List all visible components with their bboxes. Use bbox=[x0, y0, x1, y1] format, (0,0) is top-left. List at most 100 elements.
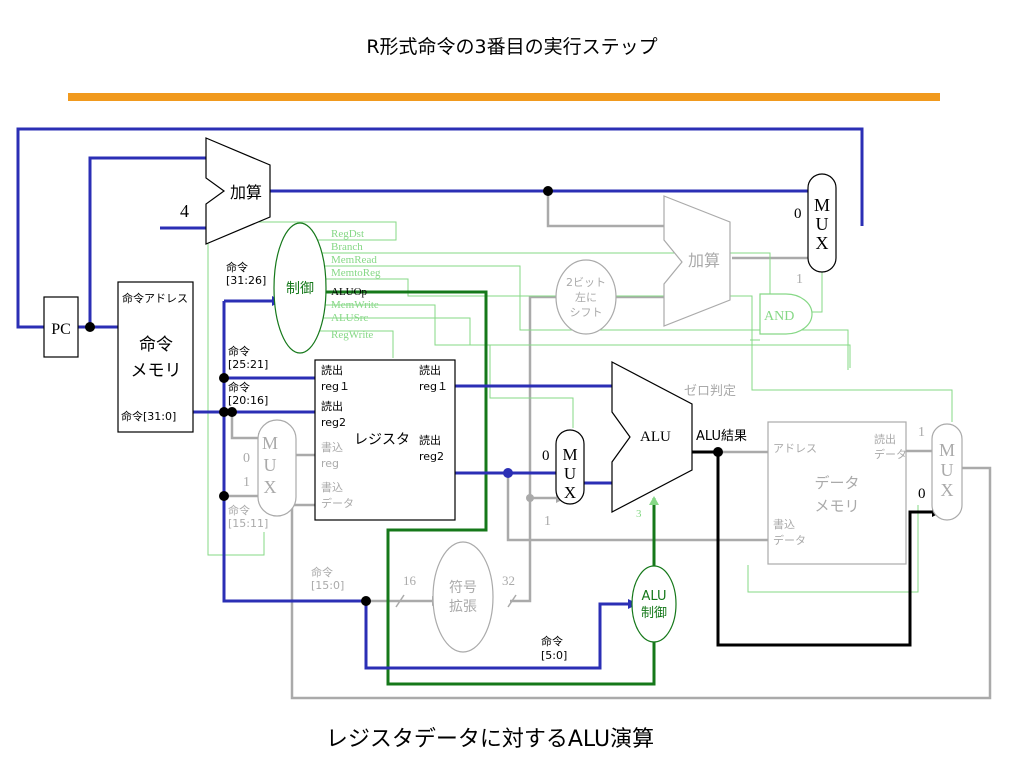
svg-text:[20:16]: [20:16] bbox=[228, 394, 268, 407]
svg-text:命令: 命令 bbox=[228, 503, 250, 517]
register-file-name: レジスタ bbox=[354, 432, 410, 448]
svg-text:アドレス: アドレス bbox=[773, 442, 817, 455]
slide-title: R形式命令の3番目の実行ステップ bbox=[366, 36, 657, 58]
svg-text:データ: データ bbox=[814, 474, 859, 492]
adder-branch: 加算 bbox=[663, 195, 731, 327]
control-signal-memwrite: MemWrite bbox=[331, 299, 379, 311]
svg-text:データ: データ bbox=[321, 496, 354, 510]
svg-text:[25:21]: [25:21] bbox=[228, 358, 268, 371]
svg-text:reg2: reg2 bbox=[321, 416, 346, 429]
alu-control-arrowhead bbox=[649, 496, 659, 505]
control-signal-memtoreg: MemtoReg bbox=[331, 267, 381, 279]
svg-text:U: U bbox=[816, 214, 829, 234]
control-unit: 制御 bbox=[273, 222, 327, 354]
accent-bar bbox=[68, 93, 940, 101]
svg-text:3: 3 bbox=[636, 508, 642, 520]
control-signal-branch: Branch bbox=[331, 241, 363, 253]
svg-text:0: 0 bbox=[243, 451, 250, 466]
instruction-memory: 命令アドレス 命令 メモリ 命令[31:0] bbox=[117, 281, 194, 433]
control-signal-alusrc: ALUSrc bbox=[331, 312, 368, 324]
svg-text:1: 1 bbox=[544, 514, 551, 529]
inactive-wires bbox=[221, 191, 992, 700]
svg-text:M: M bbox=[939, 440, 955, 460]
svg-text:1: 1 bbox=[918, 425, 925, 440]
svg-text:X: X bbox=[941, 480, 954, 500]
svg-text:M: M bbox=[262, 433, 278, 453]
svg-text:拡張: 拡張 bbox=[449, 599, 477, 615]
svg-text:1: 1 bbox=[796, 272, 803, 287]
svg-text:符号: 符号 bbox=[449, 580, 477, 596]
mux-regdst: M U X 0 1 bbox=[243, 419, 297, 517]
svg-text:読出: 読出 bbox=[874, 432, 896, 446]
svg-text:M: M bbox=[562, 445, 577, 464]
svg-text:シフト: シフト bbox=[570, 306, 603, 319]
svg-text:reg2: reg2 bbox=[419, 450, 444, 463]
svg-text:命令: 命令 bbox=[139, 335, 173, 355]
control-lines-active bbox=[300, 290, 656, 686]
data-memory: アドレス データ メモリ 読出 データ 書込 データ bbox=[767, 421, 907, 565]
alu-zero-label: ゼロ判定 bbox=[684, 384, 736, 399]
shift-left-2: 2ビット 左に シフト bbox=[555, 259, 617, 335]
instruction-field-labels: 命令 [31:26] 命令 [25:21] 命令 [20:16] 命令 [15:… bbox=[226, 260, 567, 662]
constant-four: 4 bbox=[180, 201, 189, 221]
svg-text:M: M bbox=[814, 195, 830, 215]
alu-result-label: ALU結果 bbox=[696, 429, 747, 444]
svg-text:書込: 書込 bbox=[321, 440, 343, 454]
control-label: 制御 bbox=[286, 281, 314, 297]
svg-text:X: X bbox=[564, 483, 576, 502]
control-signal-memread: MemRead bbox=[331, 254, 377, 266]
control-signal-regdst: RegDst bbox=[331, 228, 364, 240]
svg-text:[15:0]: [15:0] bbox=[311, 579, 344, 592]
pc-label: PC bbox=[51, 321, 71, 338]
pc-register: PC bbox=[43, 296, 79, 358]
imem-output-label: 命令[31:0] bbox=[121, 409, 176, 423]
svg-text:reg: reg bbox=[321, 457, 339, 470]
svg-text:X: X bbox=[816, 233, 829, 253]
alu: ALU ゼロ判定 ALU結果 bbox=[611, 361, 747, 513]
alu-control: ALU 制御 3 bbox=[631, 508, 677, 643]
svg-text:書込: 書込 bbox=[321, 480, 343, 494]
svg-text:X: X bbox=[264, 477, 277, 497]
svg-text:U: U bbox=[564, 464, 576, 483]
svg-text:ALU: ALU bbox=[641, 589, 666, 604]
svg-text:読出: 読出 bbox=[321, 363, 343, 377]
svg-text:U: U bbox=[941, 460, 954, 480]
svg-text:命令: 命令 bbox=[311, 565, 333, 579]
svg-text:reg１: reg１ bbox=[321, 380, 350, 393]
sign-extend: 符号 拡張 16 32 bbox=[395, 541, 517, 653]
svg-text:U: U bbox=[264, 455, 277, 475]
mux-alusrc: M U X 0 1 bbox=[542, 429, 585, 529]
svg-text:命令: 命令 bbox=[541, 634, 563, 648]
adder-branch-label: 加算 bbox=[688, 251, 720, 270]
svg-text:16: 16 bbox=[403, 573, 417, 588]
svg-text:命令: 命令 bbox=[226, 260, 248, 274]
imem-address-label: 命令アドレス bbox=[122, 291, 188, 305]
and-gate: AND bbox=[759, 293, 813, 335]
svg-text:32: 32 bbox=[502, 573, 515, 588]
register-file: 読出 reg１ 読出 reg2 書込 reg 書込 データ 読出 reg１ 読出… bbox=[314, 359, 456, 521]
mux-memtoreg: M U X 1 0 bbox=[918, 423, 963, 521]
svg-text:読出: 読出 bbox=[321, 399, 343, 413]
adder-main-label: 加算 bbox=[230, 183, 262, 202]
svg-text:命令: 命令 bbox=[228, 344, 250, 358]
svg-text:読出: 読出 bbox=[419, 433, 441, 447]
active-wires bbox=[16, 127, 864, 670]
svg-text:[31:26]: [31:26] bbox=[226, 274, 266, 287]
control-signal-labels: RegDstBranchMemReadMemtoRegALUOpMemWrite… bbox=[331, 228, 381, 341]
svg-text:左に: 左に bbox=[575, 291, 597, 304]
control-signal-regwrite: RegWrite bbox=[331, 329, 373, 341]
svg-text:AND: AND bbox=[764, 309, 794, 324]
svg-text:0: 0 bbox=[918, 486, 926, 502]
svg-text:1: 1 bbox=[243, 475, 250, 490]
mux-pc: M U X 0 1 bbox=[794, 173, 837, 287]
svg-text:[15:11]: [15:11] bbox=[228, 517, 268, 530]
svg-text:2ビット: 2ビット bbox=[566, 276, 606, 289]
junction-dots bbox=[85, 186, 723, 606]
svg-text:書込: 書込 bbox=[773, 517, 795, 531]
svg-text:[5:0]: [5:0] bbox=[541, 649, 567, 662]
svg-text:データ: データ bbox=[874, 447, 907, 461]
svg-text:メモリ: メモリ bbox=[814, 497, 859, 515]
svg-text:制御: 制御 bbox=[641, 606, 667, 621]
alu-label: ALU bbox=[640, 429, 671, 445]
